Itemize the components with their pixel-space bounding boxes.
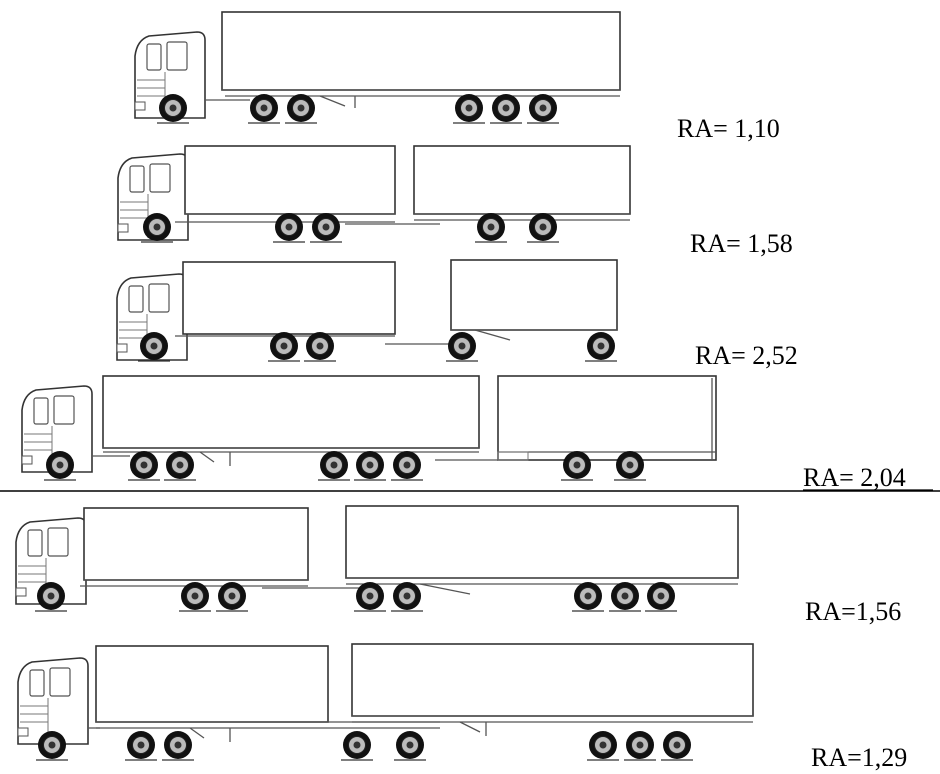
ra-label-3: RA= 2,52 <box>695 341 798 370</box>
wheel <box>393 730 427 761</box>
trailer-body <box>413 145 631 215</box>
combination-4 <box>21 375 717 481</box>
wheel <box>526 93 560 124</box>
truck-body <box>182 261 396 335</box>
wheel <box>317 450 351 481</box>
wheel <box>272 212 306 243</box>
wheel <box>660 730 694 761</box>
wheel <box>390 581 424 612</box>
wheel <box>584 331 618 362</box>
ra-label-5: RA=1,56 <box>805 597 901 626</box>
wheel <box>124 730 158 761</box>
wheel <box>644 581 678 612</box>
semitrailer-body <box>351 643 754 717</box>
wheel <box>445 331 479 362</box>
wheel <box>571 581 605 612</box>
truck-body <box>83 507 309 581</box>
wheel <box>526 212 560 243</box>
ra-label-1: RA= 1,10 <box>677 114 780 143</box>
wheel <box>474 212 508 243</box>
ra-label-2: RA= 1,58 <box>690 229 793 258</box>
wheel <box>247 93 281 124</box>
wheel <box>161 730 195 761</box>
wheel <box>452 93 486 124</box>
combination-3 <box>116 259 618 362</box>
wheel <box>489 93 523 124</box>
truck-body <box>184 145 396 215</box>
semitrailer-body <box>345 505 739 579</box>
combination-5 <box>15 505 739 612</box>
wheel <box>623 730 657 761</box>
wheel <box>284 93 318 124</box>
wheel <box>353 581 387 612</box>
trailer-body <box>497 375 717 461</box>
wheel <box>163 450 197 481</box>
wheel <box>390 450 424 481</box>
combination-1 <box>134 11 621 124</box>
ra-label-4: RA= 2,04 <box>803 463 906 492</box>
combination-6 <box>17 643 754 761</box>
combination-2 <box>117 145 631 243</box>
wheel <box>309 212 343 243</box>
wheel <box>340 730 374 761</box>
semitrailer-body <box>221 11 621 91</box>
wheel <box>353 450 387 481</box>
trailer-body <box>450 259 618 331</box>
ra-label-6: RA=1,29 <box>811 743 907 772</box>
wheel <box>586 730 620 761</box>
wheel <box>608 581 642 612</box>
wheel <box>127 450 161 481</box>
semitrailer-body <box>102 375 480 449</box>
link-trailer-body <box>95 645 329 723</box>
